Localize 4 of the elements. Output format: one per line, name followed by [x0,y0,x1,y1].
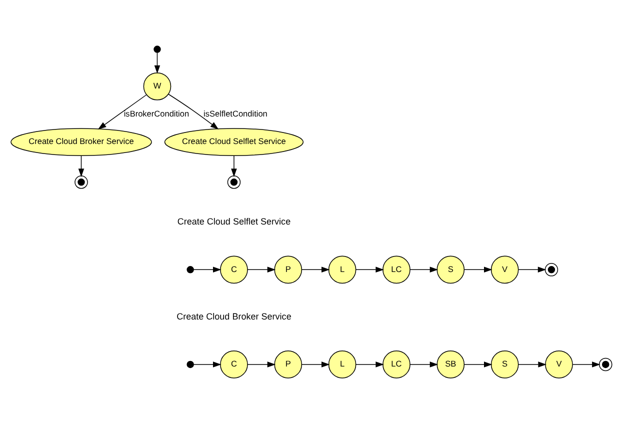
label: Create Cloud Selflet Service [177,216,291,226]
edge-label: isSelfletCondition [204,108,268,118]
edge-label: isBrokerCondition [124,108,190,118]
label: Create Cloud Broker Service [176,310,292,321]
